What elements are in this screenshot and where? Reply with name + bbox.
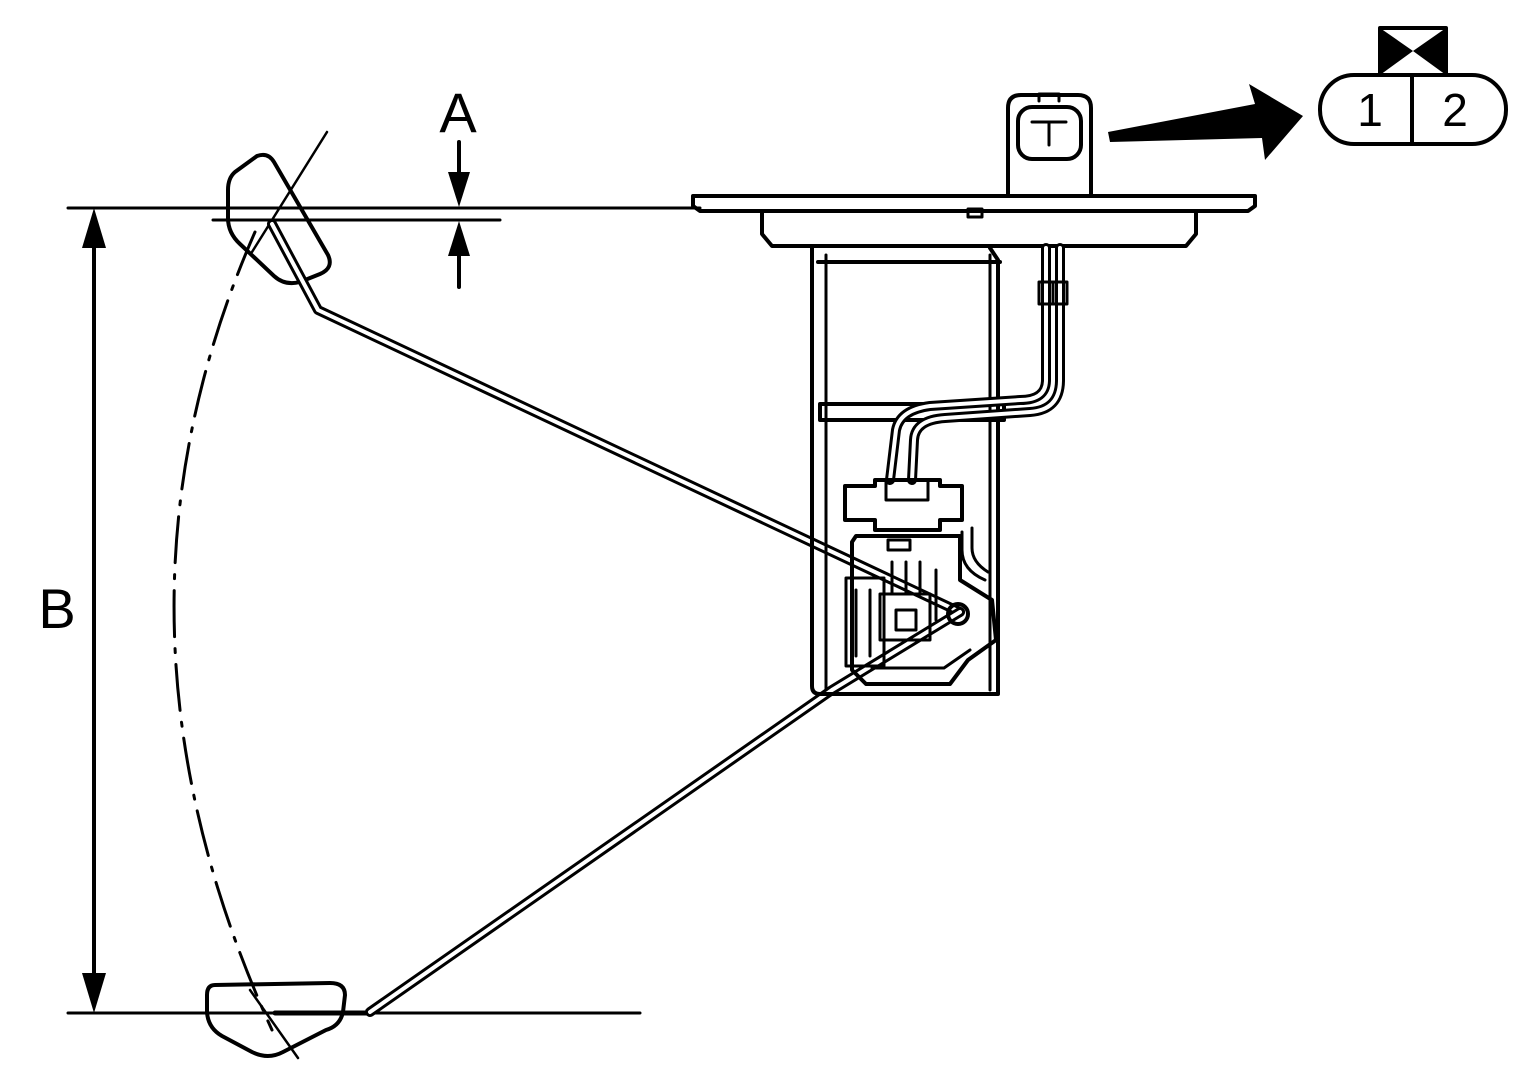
flange-connector [1006,92,1093,198]
lower-float [205,981,347,1058]
sender-flange [691,194,1257,248]
reference-lines [66,206,702,1015]
sensor-wires [885,243,1069,485]
dimension-a: A [439,81,477,289]
dimension-b-arrow-top [82,208,106,248]
connector-callout-arrow [1108,84,1303,160]
dimension-a-arrow-top [448,172,470,207]
float-travel-arc [172,230,274,1032]
connector-latch-mark-right [1413,28,1446,75]
dimension-a-arrow-bottom [448,221,470,256]
upper-float [226,152,332,286]
dimension-b: B [38,208,106,1013]
connector-pin-2: 2 [1442,84,1468,136]
dimension-a-label: A [439,81,477,144]
dimension-b-label: B [38,577,75,640]
dimension-b-arrow-bottom [82,973,106,1013]
connector-face-view: 1 2 [1318,26,1508,146]
connector-latch-mark-left [1380,28,1413,75]
sensor-unit [843,478,998,686]
connector-pin-1: 1 [1357,84,1383,136]
